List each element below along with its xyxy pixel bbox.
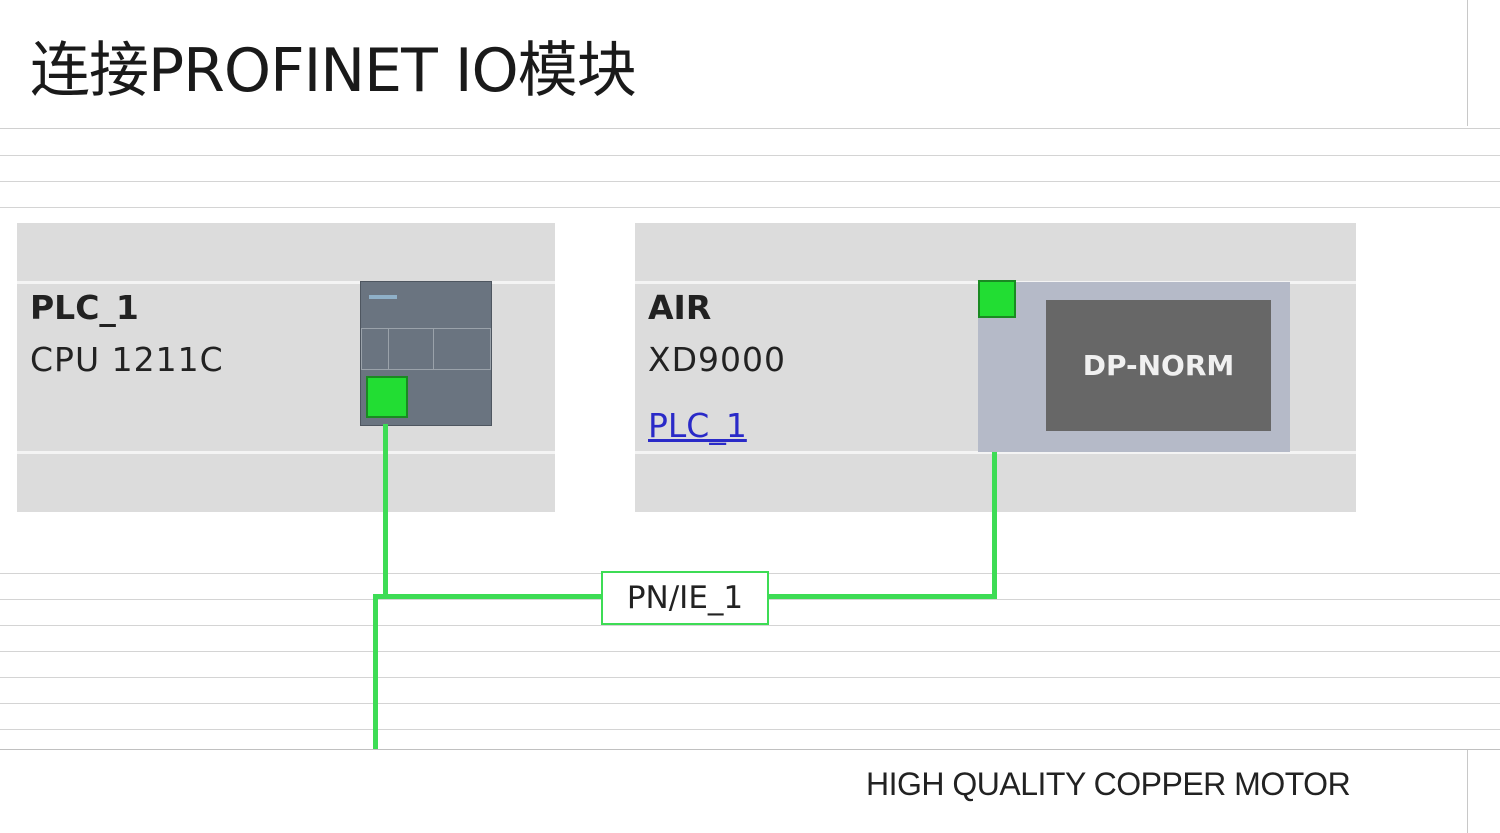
grid-line [0,181,1500,182]
grid-line [0,651,1500,652]
io-device-type: XD9000 [648,340,786,379]
io-ethernet-port-icon[interactable] [978,280,1016,318]
footer-divider [1467,750,1468,833]
page-title: 连接PROFINET IO模块 [30,36,637,106]
footer: HIGH QUALITY COPPER MOTOR [0,749,1500,833]
grid-line [0,729,1500,730]
module-slot [433,328,491,370]
footer-caption: HIGH QUALITY COPPER MOTOR [866,766,1351,802]
grid-line [0,703,1500,704]
plc-ethernet-port-icon[interactable] [366,376,408,418]
title-bar: 连接PROFINET IO模块 [0,0,1500,129]
dp-norm-module[interactable]: DP-NORM [1046,300,1271,431]
network-wire[interactable] [992,452,997,599]
module-slot [388,328,434,370]
grid-line [0,155,1500,156]
grid-line [0,677,1500,678]
plc-device-type: CPU 1211C [30,340,224,379]
network-wire[interactable] [383,424,388,598]
device-stripe [17,451,555,454]
subnet-label[interactable]: PN/IE_1 [601,571,769,625]
grid-line [0,207,1500,208]
plc-device-name: PLC_1 [30,288,139,327]
module-slot [361,328,389,370]
cpu-module[interactable] [360,281,492,426]
grid-line [0,625,1500,626]
dp-norm-label: DP-NORM [1082,349,1235,382]
network-wire[interactable] [373,594,378,750]
assigned-controller-link[interactable]: PLC_1 [648,406,747,445]
device-stripe [17,281,555,284]
title-divider [1467,0,1468,126]
status-led-icon [369,295,397,299]
io-device-name: AIR [648,288,712,327]
